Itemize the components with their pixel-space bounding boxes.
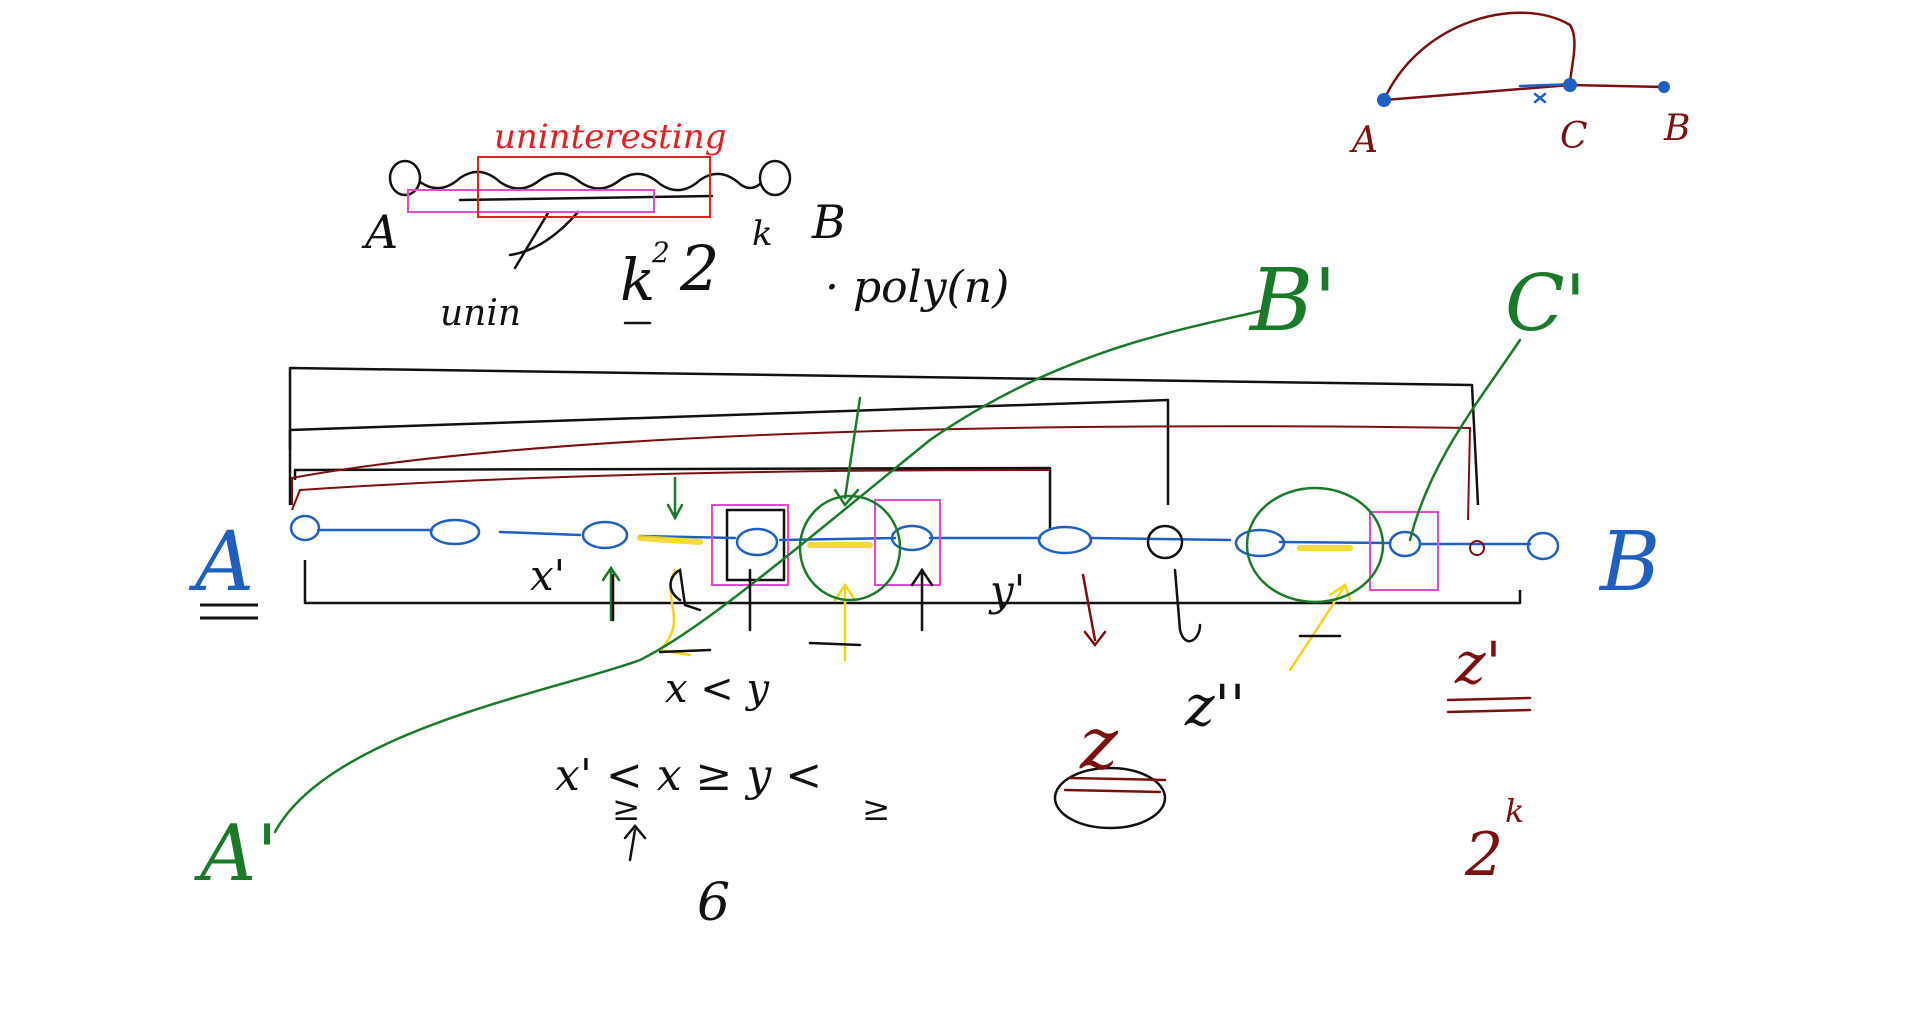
sketch-node-a [388, 159, 422, 197]
uninteresting-label: uninteresting [494, 117, 726, 157]
black-brackets [288, 366, 1522, 605]
green-strokes [273, 308, 1522, 834]
darkred-line-2 [291, 469, 1051, 511]
unin-label: unin [440, 293, 521, 334]
top-node-a [1377, 93, 1391, 107]
yellow-hl-1 [637, 535, 703, 545]
top-x-mark [1533, 92, 1547, 104]
chain-node-9 [1526, 531, 1560, 561]
label-z: z [1079, 701, 1119, 785]
chain-node-4 [735, 527, 779, 557]
top-label-c: C [1560, 116, 1588, 157]
top-arc [1382, 11, 1576, 102]
a-underline [200, 603, 258, 620]
label-two-k-exp: k [1505, 792, 1524, 830]
top-right-sketch [1382, 11, 1666, 104]
green-tick-1 [666, 476, 684, 521]
label-z-prime: z' [1454, 629, 1502, 697]
chain-node-1 [289, 514, 321, 542]
middle-bracket [288, 398, 1170, 505]
z-circle [1053, 766, 1167, 830]
tick-y [808, 641, 862, 647]
black-arrows [611, 567, 1342, 862]
complexity-k: k [620, 246, 655, 314]
top-node-b [1658, 81, 1670, 93]
chain-seg-4 [778, 536, 897, 542]
sketch-unin-pointer [508, 210, 580, 257]
chain-node-3 [581, 520, 629, 550]
outer-bracket [288, 366, 1480, 506]
tick-x-lt [658, 648, 712, 654]
label-b-prime: B' [1248, 251, 1337, 351]
label-c-prime: C' [1505, 259, 1586, 349]
chain-node-8 [1388, 530, 1422, 558]
complexity-two: 2 [679, 232, 719, 305]
top-line [1382, 83, 1666, 102]
complexity-k-exp: 2 [651, 236, 670, 269]
sketch-arrow-up [513, 211, 550, 270]
chain-node-6 [1037, 525, 1093, 555]
sketch-node-b [758, 159, 792, 197]
top-label-b: B [1663, 108, 1690, 149]
arrow-p [669, 568, 702, 612]
red-box-top [477, 156, 711, 218]
chain-node-2 [429, 518, 481, 546]
green-tick-2 [601, 565, 621, 622]
yellow-arrow-2 [833, 582, 857, 662]
label-ineq-ge-1: ≥ [612, 789, 641, 829]
ineq-arrow [623, 824, 647, 862]
chain-node-5 [890, 524, 934, 552]
label-x-prime: x' [530, 551, 565, 600]
red-arrow-down [1081, 573, 1107, 648]
z-prime-underlines [1446, 696, 1532, 714]
green-curve-a-prime [273, 308, 1267, 834]
label-y-prime: y' [988, 566, 1025, 615]
label-z-double-prime: z'' [1184, 674, 1245, 739]
yellow-arrow-1 [657, 568, 692, 657]
chain-seg-7 [1278, 540, 1392, 545]
label-six: 6 [697, 873, 730, 933]
sketch-path [418, 170, 762, 192]
poly-n-label: · poly(n) [825, 262, 1009, 313]
green-curve-c-prime [1408, 338, 1522, 542]
chain-node-red [1469, 540, 1485, 556]
green-circle-2 [1245, 486, 1385, 604]
magenta-box-top [407, 189, 655, 213]
top-left-sketch [388, 159, 792, 325]
bottom-bracket [303, 560, 1522, 605]
chain-node-7 [1234, 528, 1286, 558]
arrow-z2 [1173, 568, 1202, 643]
sketch-label-b: B [811, 195, 846, 249]
top-node-c [1563, 78, 1577, 92]
main-chain [289, 514, 1560, 561]
z-underlines [1063, 776, 1167, 794]
darkred-marks [1053, 573, 1532, 830]
inner-bracket [293, 466, 1052, 530]
green-arrow-down [833, 396, 862, 508]
chain-node-black [1146, 524, 1184, 560]
sketch-underline [458, 194, 714, 202]
main-label-b: B [1598, 515, 1660, 610]
arrow-up-1 [910, 567, 934, 632]
top-label-a: A [1349, 120, 1378, 161]
main-label-a: A [188, 515, 254, 610]
darkred-brackets [291, 425, 1472, 521]
label-a-prime: A' [194, 809, 278, 899]
magenta-box-3 [1369, 511, 1439, 591]
sketch-label-a: A [361, 205, 398, 259]
yellow-highlights [637, 535, 1353, 551]
chain-seg-2 [498, 530, 582, 537]
chain-seg-6 [1088, 536, 1232, 542]
label-two-k: 2 [1464, 820, 1503, 890]
label-inequality: x' < x ≥ y < [555, 750, 822, 801]
darkred-line-1 [291, 425, 1472, 521]
complexity-two-exp: k [752, 214, 773, 254]
magenta-box-2 [874, 499, 941, 586]
label-ineq-ge-2: ≥ [862, 789, 891, 829]
label-x-lt-y: x < y [665, 666, 771, 712]
green-circle-1 [798, 494, 902, 602]
